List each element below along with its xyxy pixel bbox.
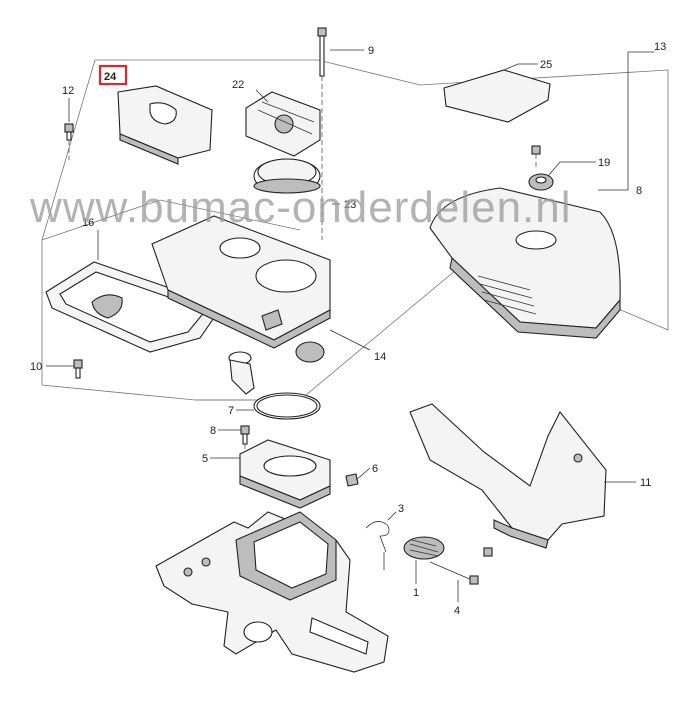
part-4-rod — [429, 561, 479, 585]
part-8-top-cover — [429, 187, 621, 339]
callout-14: 14 — [374, 351, 386, 363]
callout-1: 1 — [413, 587, 419, 599]
callout-23: 23 — [344, 199, 356, 211]
callout-3: 3 — [398, 503, 404, 515]
callout-16: 16 — [82, 217, 94, 229]
highlight-box — [98, 64, 128, 86]
watermark-text: www.bumac-onderdelen.nl — [29, 183, 572, 232]
callout-22: 22 — [232, 79, 244, 91]
callout-4: 4 — [454, 605, 460, 617]
part-6-clip — [345, 473, 359, 487]
callout-8-screw: 8 — [210, 425, 216, 437]
part-7-o-ring — [253, 392, 321, 420]
part-23-round-filter — [253, 158, 321, 194]
part-19-knob — [528, 145, 554, 191]
callout-25: 25 — [540, 59, 552, 71]
part-12-screw — [64, 123, 74, 160]
callout-9: 9 — [368, 45, 374, 57]
callout-leaders — [46, 49, 654, 602]
callout-19: 19 — [598, 157, 610, 169]
cover-vent-grille — [477, 275, 537, 315]
callout-10: 10 — [30, 361, 42, 373]
callout-6: 6 — [372, 463, 378, 475]
callout-24-highlighted: 24 — [104, 71, 117, 83]
callout-13: 13 — [654, 41, 666, 53]
part-11-side-cover — [409, 403, 607, 557]
part-3-spring — [365, 521, 390, 553]
callout-labels: 1 3 4 5 6 7 8 8 9 10 11 12 13 14 16 19 2… — [30, 41, 666, 617]
callout-5: 5 — [202, 453, 208, 465]
part-9-bolt — [317, 27, 327, 240]
part-24-air-filter-pad — [117, 85, 213, 165]
part-1-choke-knob — [403, 536, 445, 560]
engine-crankcase — [155, 511, 389, 673]
callout-7: 7 — [228, 405, 234, 417]
callout-12: 12 — [62, 85, 74, 97]
part-10-screw — [73, 359, 83, 379]
callout-8-cover: 8 — [636, 185, 642, 197]
part-22-cover-plate — [245, 91, 321, 157]
callout-11: 11 — [640, 477, 651, 489]
part-14-air-box — [151, 215, 331, 363]
part-5-adaptor — [239, 439, 331, 509]
assembly-frame — [41, 59, 669, 401]
part-16-filter-gasket — [45, 261, 223, 353]
intake-elbow — [228, 351, 255, 395]
